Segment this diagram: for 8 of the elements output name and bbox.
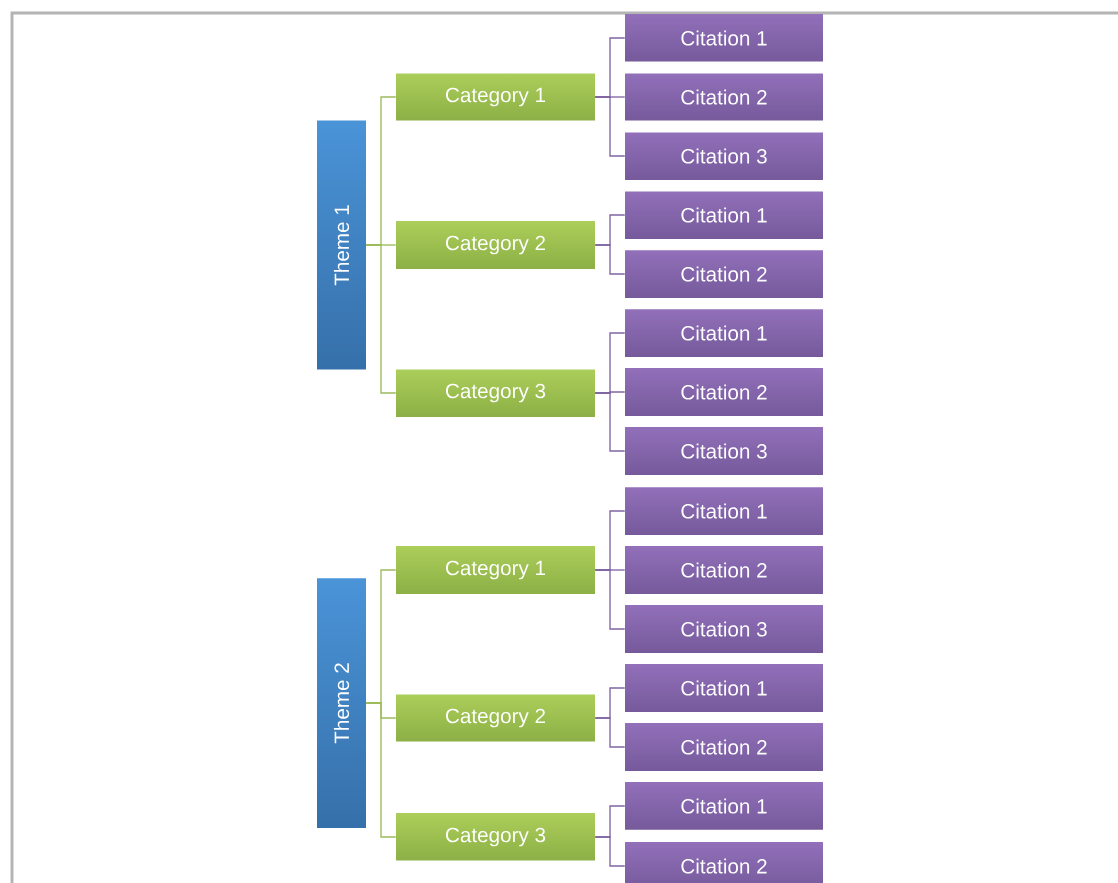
connector-line [594,96,626,157]
connector-line [365,702,397,838]
connector-line [365,244,397,394]
connector-line [594,569,626,630]
connector-line [594,717,626,748]
connector-line [594,244,626,275]
connector-line [594,836,626,867]
connector-line [594,392,626,452]
